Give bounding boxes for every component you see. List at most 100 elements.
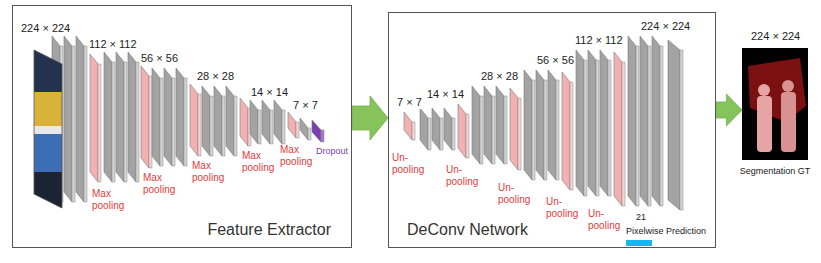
conv-layer-edge (584, 60, 587, 196)
conv-layer-edge (112, 62, 115, 182)
pooling-layer-face (288, 112, 296, 138)
conv-layer-face (420, 108, 428, 150)
flow-arrow (352, 96, 388, 140)
conv-layer-edge (648, 46, 651, 206)
conv-layer (484, 86, 495, 164)
conv-layer-edge (532, 80, 535, 180)
conv-layer (116, 52, 127, 182)
layer-label: Max pooling (92, 188, 132, 211)
conv-layer-face (484, 86, 492, 164)
conv-layer-face (432, 108, 440, 150)
dimension-label: 28 × 28 (196, 70, 235, 83)
pooling-layer-edge (518, 98, 521, 170)
feature-extractor-panel: Feature Extractor (12, 5, 352, 248)
conv-layer-edge (504, 96, 507, 164)
pooling-layer-edge (98, 64, 101, 182)
conv-layer (176, 68, 187, 166)
conv-layer (576, 50, 587, 196)
output-label: Pixelwise Prediction (626, 226, 706, 236)
pooling-layer-face (614, 52, 622, 206)
conv-layer-edge (84, 46, 87, 202)
mask-person (757, 96, 772, 152)
conv-layer-edge (660, 46, 663, 206)
conv-layer-edge (160, 78, 163, 166)
pooling-layer-face (141, 66, 149, 168)
conv-layer-edge (608, 60, 611, 196)
image-patch (30, 172, 70, 212)
dropout-layer-edge (321, 130, 324, 142)
dimension-label: 224 × 224 (640, 20, 691, 33)
pooling-layer-edge (149, 76, 152, 168)
conv-layer-face (116, 52, 124, 182)
image-patch (30, 92, 70, 126)
pooling-layer-face (510, 88, 518, 170)
conv-layer (548, 70, 559, 180)
pooling-layer-face (240, 98, 248, 146)
pooling-layer (614, 52, 625, 206)
conv-layer-face (250, 100, 258, 144)
dimension-label: 224 × 224 (20, 22, 71, 35)
mask-person (782, 80, 794, 92)
pooling-layer-face (404, 112, 412, 140)
conv-layer-edge (184, 78, 187, 166)
conv-layer-face (652, 36, 660, 206)
layer-label: Un- pooling (392, 152, 432, 175)
conv-layer (164, 68, 175, 166)
conv-layer-edge (452, 118, 455, 150)
conv-layer (202, 86, 213, 156)
conv-layer-face (214, 86, 222, 156)
conv-layer-face (64, 36, 72, 202)
conv-layer-face (262, 100, 270, 144)
layer-label: Max pooling (242, 150, 282, 173)
conv-layer (588, 50, 599, 196)
conv-layer (262, 100, 273, 144)
conv-layer-edge (270, 110, 273, 144)
dimension-label: 14 × 14 (250, 86, 289, 99)
conv-layer-face (628, 36, 636, 206)
conv-layer-face (164, 68, 172, 166)
conv-layer-face (274, 100, 282, 144)
layer-label: Max pooling (280, 144, 320, 167)
pooling-layer (510, 88, 521, 170)
conv-layer-face (576, 50, 584, 196)
conv-layer (628, 36, 639, 206)
conv-layer-face (76, 36, 84, 202)
pooling-layer-edge (570, 82, 573, 190)
conv-layer-face (640, 36, 648, 206)
segmentation-mask (742, 48, 808, 160)
pooling-layer-face (458, 104, 466, 158)
conv-layer (496, 86, 507, 164)
layer-label: Un- pooling (588, 208, 628, 231)
dimension-label: 56 × 56 (536, 54, 575, 67)
conv-layer-face (496, 86, 504, 164)
conv-layer-face (226, 86, 234, 156)
conv-layer-edge (172, 78, 175, 166)
input-image (30, 45, 70, 215)
conv-layer (652, 36, 663, 206)
conv-layer-face (472, 86, 480, 164)
pooling-layer (562, 72, 573, 190)
mask-region (748, 58, 806, 122)
pooling-layer (90, 54, 101, 182)
conv-layer (444, 108, 455, 150)
conv-layer-face (128, 52, 136, 182)
conv-layer-edge (234, 96, 237, 156)
conv-layer-edge (282, 110, 285, 144)
pooling-layer (190, 84, 201, 156)
layer-label: Un- pooling (546, 196, 586, 219)
dimension-label: 56 × 56 (140, 52, 179, 65)
panel-title: Feature Extractor (207, 221, 331, 239)
conv-layer (300, 118, 311, 140)
conv-layer-edge (72, 46, 75, 202)
dimension-label: 14 × 14 (426, 88, 465, 101)
conv-layer-edge (636, 46, 639, 206)
conv-layer (524, 70, 535, 180)
dimension-label: 112 × 112 (88, 38, 138, 51)
output-label: 21 (636, 212, 646, 222)
pooling-layer-edge (198, 94, 201, 156)
conv-layer-edge (210, 96, 213, 156)
conv-layer (536, 70, 547, 180)
flow-arrow (716, 94, 742, 126)
image-caption: Segmentation GT (740, 166, 811, 176)
dimension-label: 7 × 7 (396, 96, 423, 109)
